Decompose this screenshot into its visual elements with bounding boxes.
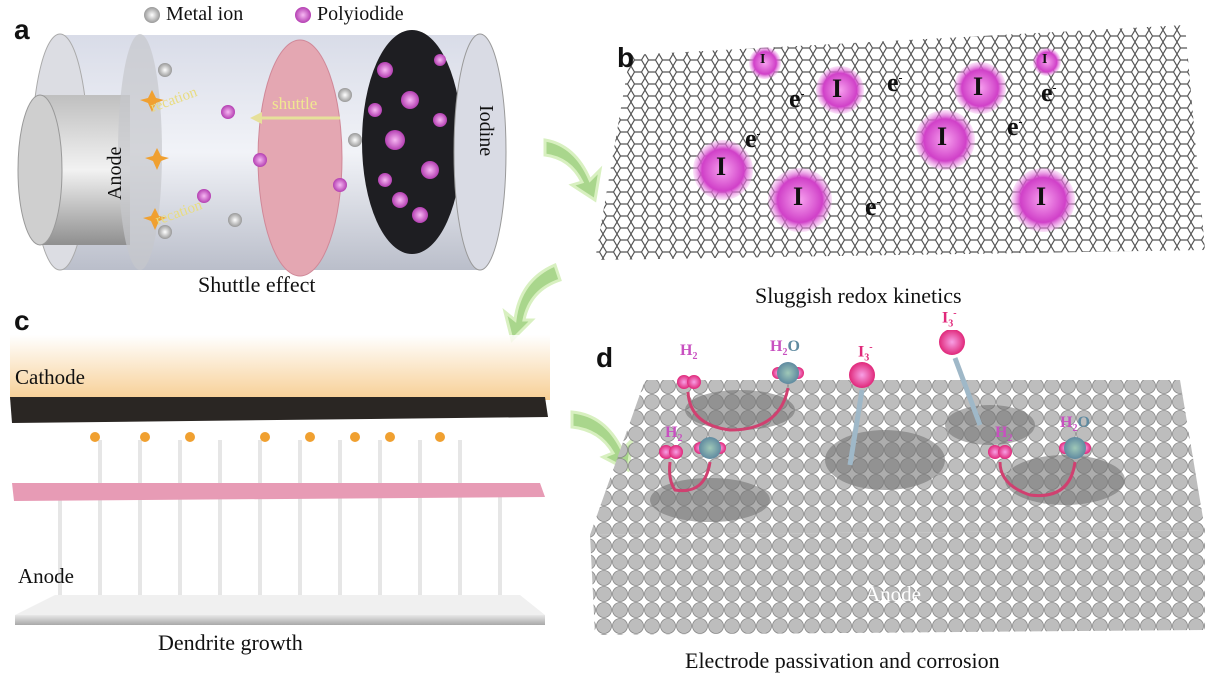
dendrite-illustration (10, 335, 550, 625)
legend-polyiodide-icon (295, 7, 311, 23)
shuttle-label: shuttle (272, 94, 318, 113)
iodine-symbol: I (793, 182, 804, 211)
reaction-sparks (140, 90, 169, 230)
arrow-a-to-b (543, 138, 603, 203)
anode-label: Anode (104, 146, 126, 200)
iodine-symbol: I (1042, 52, 1048, 67)
iodine-symbol: I (973, 72, 984, 101)
h2-label: H2 (680, 342, 698, 363)
panel-label-d: d (596, 342, 614, 373)
separator-layer (12, 483, 545, 501)
iodine-clusters (693, 47, 1075, 232)
i3-label: I3- (942, 308, 957, 330)
iodine-label: Iodine (475, 105, 497, 157)
electron-label: e- (887, 68, 903, 97)
panel-b: b I I I I I I I I e- e- e- e- e- e- Slug… (575, 0, 1211, 310)
fire (10, 335, 550, 400)
panel-d: d H2 H2O I3- I3- H2 H2 H2O Anode Electro… (580, 308, 1211, 678)
iodine-symbol: I (1036, 182, 1047, 211)
h2o-label: H2O (1060, 414, 1090, 435)
caption-dendrite-growth: Dendrite growth (158, 630, 303, 655)
iodine-symbol: I (832, 74, 843, 103)
cathode-layer (10, 397, 548, 423)
panel-label-c: c (14, 305, 30, 336)
panel-label-a: a (14, 14, 30, 45)
sparks (90, 432, 445, 442)
h2-label: H2 (995, 424, 1013, 445)
iodine-symbol: I (937, 122, 948, 151)
i3-ions (849, 330, 965, 388)
battery-cylinder-illustration (17, 7, 507, 277)
iodine-symbol: I (760, 52, 766, 67)
caption-electrode-passivation: Electrode passivation and corrosion (685, 648, 1000, 673)
electron-label: e- (865, 192, 881, 221)
cathode-label: Cathode (15, 365, 85, 389)
h2o-label: H2O (770, 338, 800, 359)
caption-shuttle-effect: Shuttle effect (198, 272, 316, 297)
legend-metal-ion: Metal ion (166, 3, 244, 25)
panel-c: c Cathode Anode Dendrite growth (0, 305, 560, 678)
iodine-cathode (362, 30, 462, 254)
graphene-sheet-illustration (595, 25, 1205, 260)
i3-label: I3- (858, 342, 873, 364)
electron-label: e- (789, 84, 805, 113)
panel-label-b: b (617, 42, 635, 73)
h2-label: H2 (665, 424, 683, 445)
i3-arrows (847, 357, 983, 466)
h2o-molecules (694, 362, 1091, 459)
anode-base (15, 615, 545, 625)
corrosion-illustration (590, 330, 1205, 635)
anode-label: Anode (18, 564, 74, 588)
reaction-arrows (668, 387, 1077, 498)
iodine-symbol: I (716, 152, 727, 181)
caption-sluggish-redox: Sluggish redox kinetics (755, 283, 962, 308)
h2-molecules (659, 375, 1012, 459)
legend-metal-ion-icon (144, 7, 160, 23)
anode-label: Anode (865, 582, 921, 606)
legend-polyiodide: Polyiodide (317, 3, 404, 25)
anode-side (590, 530, 1205, 635)
graphene-sheet (595, 25, 1205, 260)
dendrites (58, 440, 502, 605)
separator (257, 39, 343, 277)
panel-a: a Metal ion Polyiodide Anode recation re… (0, 0, 570, 305)
electron-label: e- (745, 124, 761, 153)
electron-label: e- (1041, 78, 1057, 107)
electron-label: e- (1007, 112, 1023, 141)
